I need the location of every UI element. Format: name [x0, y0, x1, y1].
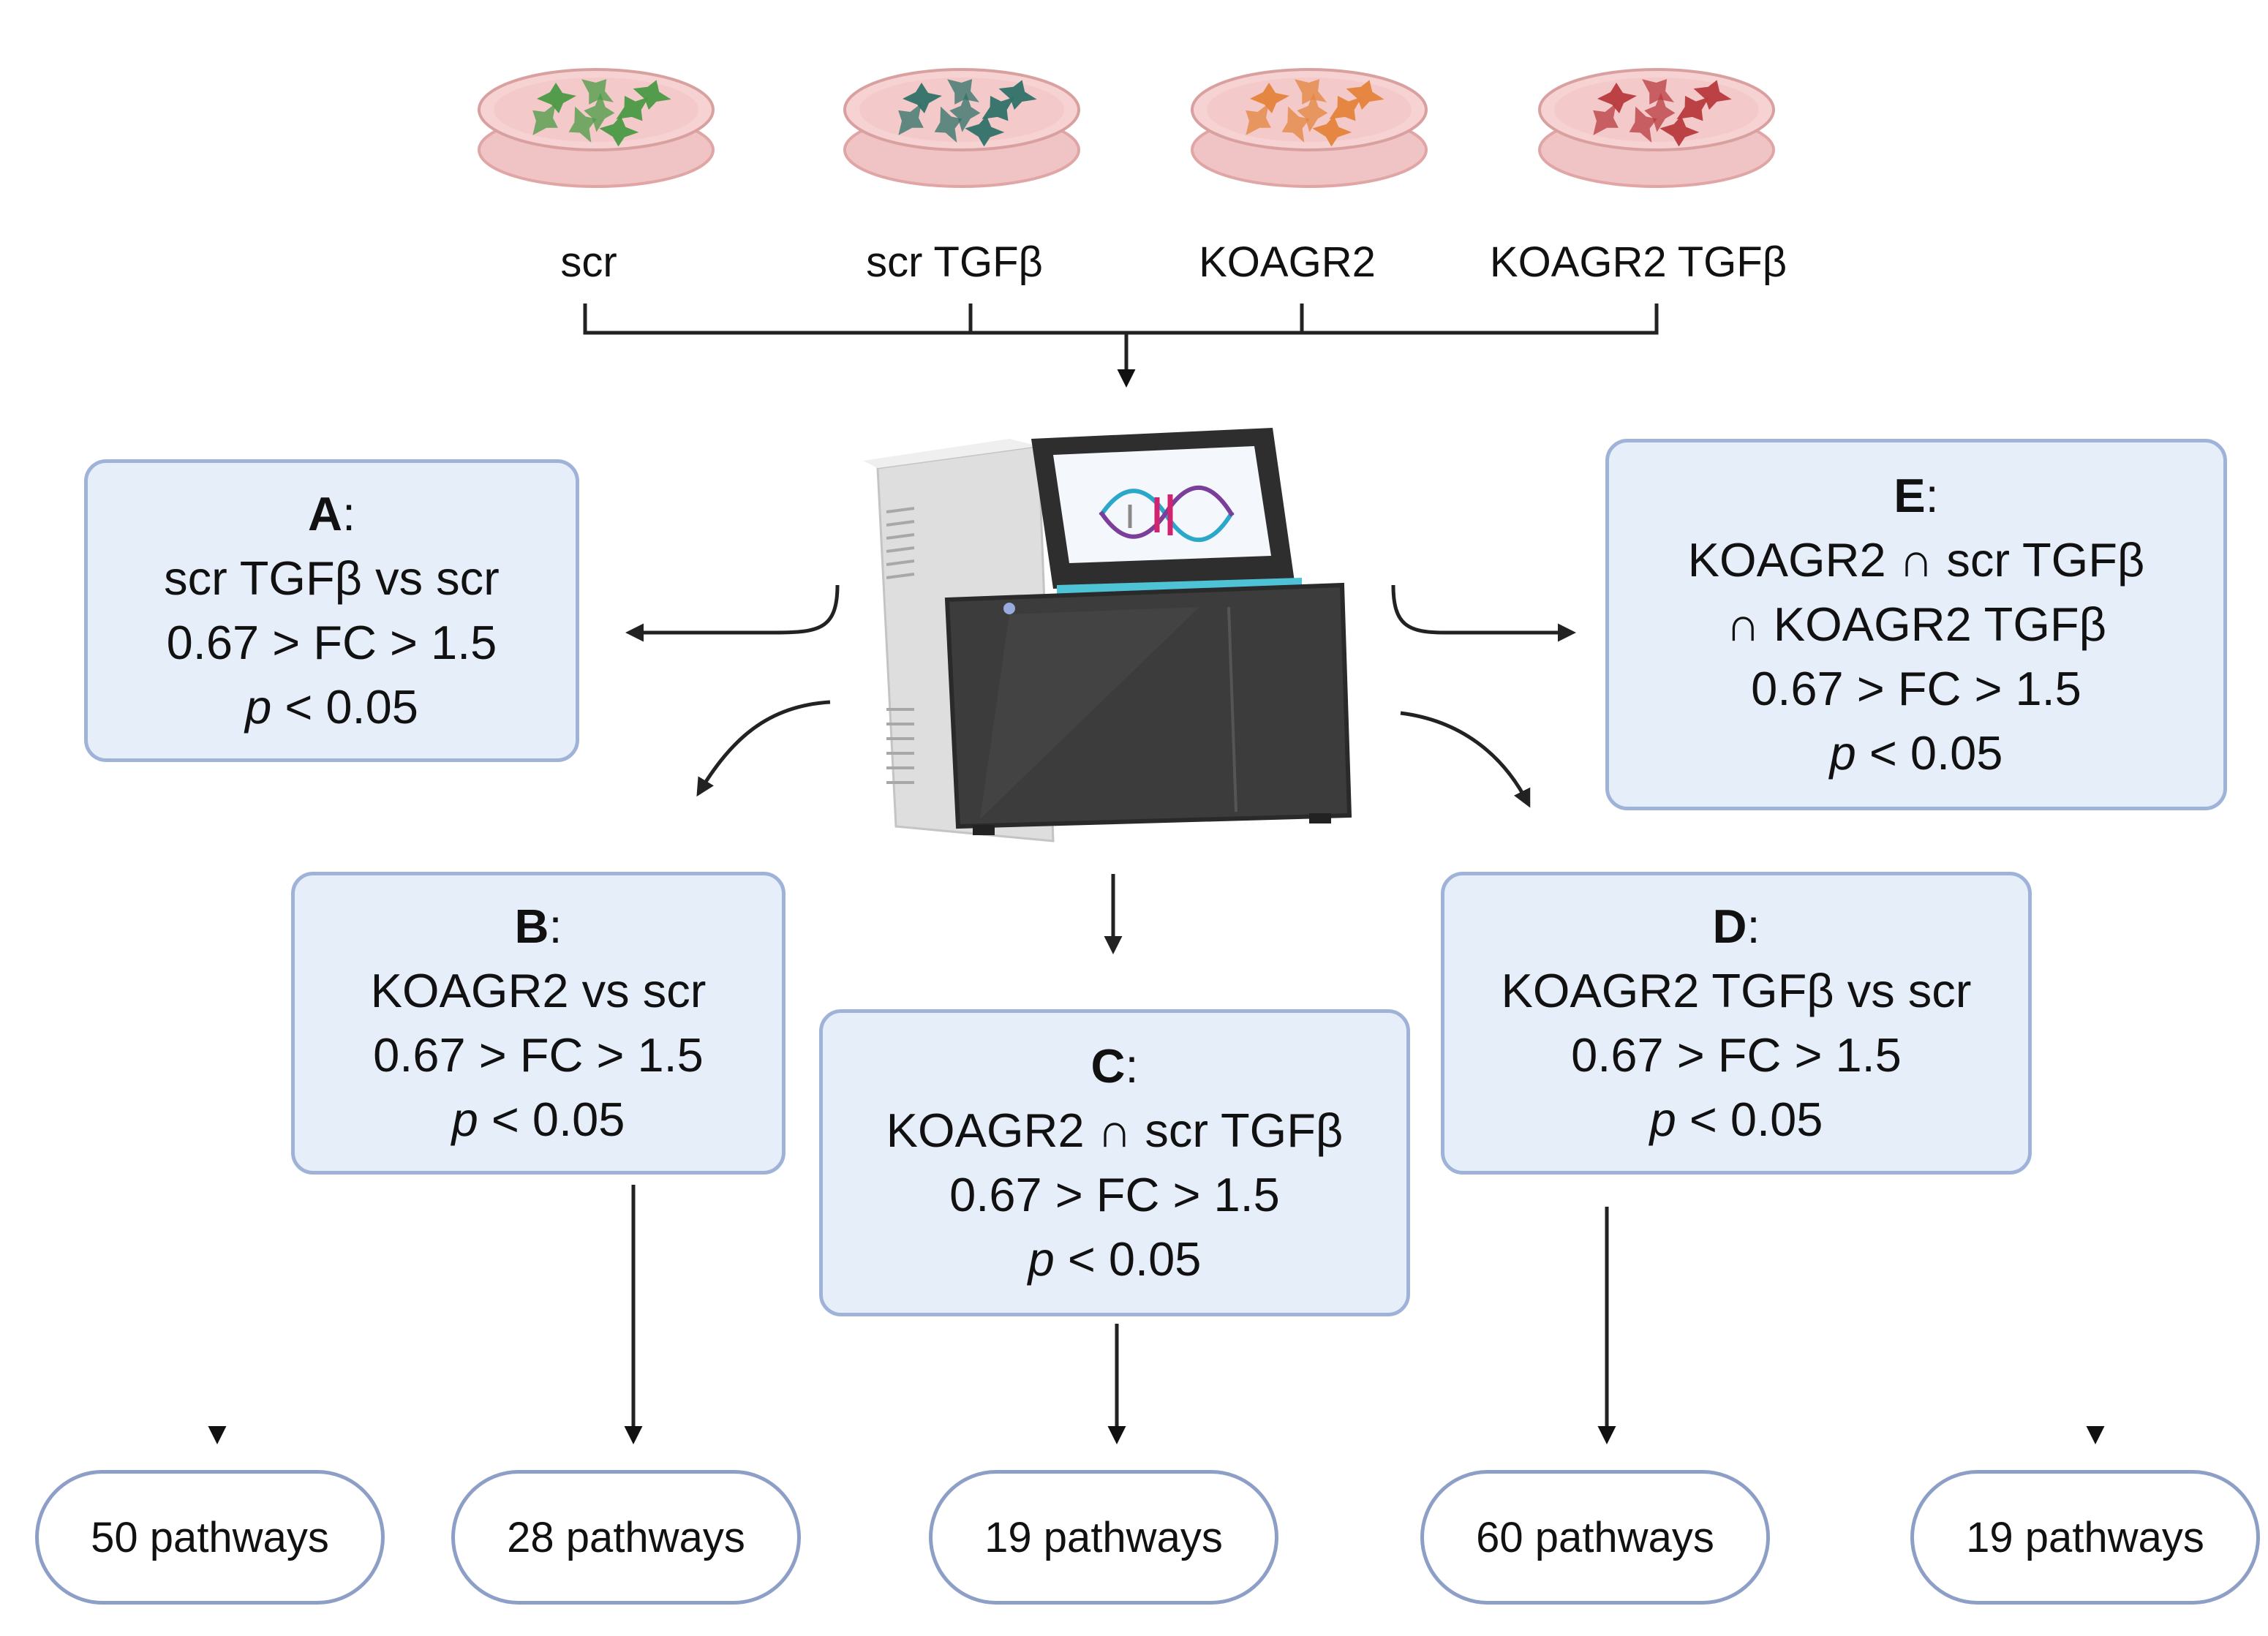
cells-koagr2-tgfb-icon: [1593, 79, 1732, 147]
comparison-box-a: A: scr TGFβ vs scr 0.67 > FC > 1.5 p < 0…: [84, 459, 579, 762]
box-e-line-2: ∩ KOAGR2 TGFβ: [1726, 598, 2106, 651]
comparison-box-c: C: KOAGR2 ∩ scr TGFβ 0.67 > FC > 1.5 p <…: [819, 1009, 1410, 1316]
cell-shape: [1312, 116, 1352, 147]
box-a-letter: A: [307, 487, 342, 540]
cell-shape: [616, 95, 649, 121]
box-a-p-value: < 0.05: [271, 680, 418, 734]
cell-shape: [949, 92, 981, 132]
result-pill-a: 50 pathways: [35, 1470, 385, 1605]
cell-shape: [1644, 92, 1676, 132]
box-c-letter: C: [1090, 1039, 1126, 1093]
dish-label-koagr2-tgfb: KOAGR2 TGFβ: [1489, 238, 1787, 286]
box-e-p-symbol: p: [1829, 726, 1856, 780]
cell-shape: [965, 116, 1005, 147]
result-arrows: [208, 775, 2105, 1444]
cell-shape: [633, 80, 671, 110]
cell-shape: [581, 79, 614, 105]
comparison-box-e: E: KOAGR2 ∩ scr TGFβ ∩ KOAGR2 TGFβ 0.67 …: [1605, 439, 2227, 810]
cell-shape: [532, 102, 558, 135]
cell-shape: [934, 106, 962, 143]
cell-shape: [1329, 95, 1363, 121]
cell-shape: [568, 106, 597, 143]
box-c-p-value: < 0.05: [1054, 1232, 1202, 1286]
cell-shape: [1281, 106, 1310, 143]
cell-shape: [903, 83, 942, 113]
cell-shape: [1593, 102, 1619, 135]
arrow-to-b: [696, 700, 831, 797]
result-pill-c: 19 pathways: [929, 1470, 1278, 1605]
cell-shape: [1676, 95, 1710, 121]
dish-label-scr-tgfb: scr TGFβ: [866, 238, 1043, 286]
comparison-box-d: D: KOAGR2 TGFβ vs scr 0.67 > FC > 1.5 p …: [1441, 872, 2032, 1175]
merge-bracket: [583, 304, 1659, 388]
cells-scr-tgfb-icon: [898, 79, 1037, 147]
cell-shape: [998, 80, 1037, 110]
petri-dish-scr-tgfb: [843, 68, 1080, 188]
box-e-letter: E: [1894, 469, 1926, 522]
box-d-letter: D: [1712, 900, 1747, 953]
box-d-p-value: < 0.05: [1676, 1093, 1823, 1146]
dish-label-scr: scr: [560, 238, 617, 286]
cell-shape: [599, 116, 639, 147]
cell-shape: [947, 79, 980, 105]
box-d-line-2: 0.67 > FC > 1.5: [1571, 1028, 1902, 1082]
cell-shape: [1659, 116, 1700, 147]
sequencer-icon: [863, 428, 1352, 842]
cell-shape: [584, 92, 615, 132]
cell-shape: [898, 102, 924, 135]
cells-scr-icon: [532, 79, 671, 147]
box-b-letter: B: [514, 900, 549, 953]
box-a-line-1: scr TGFβ vs scr: [164, 551, 500, 605]
box-e-line-3: 0.67 > FC > 1.5: [1751, 662, 2081, 715]
box-e-line-1: KOAGR2 ∩ scr TGFβ: [1687, 533, 2145, 587]
petri-dish-koagr2: [1191, 68, 1428, 188]
comparison-box-b: B: KOAGR2 vs scr 0.67 > FC > 1.5 p < 0.0…: [291, 872, 785, 1175]
cell-shape: [1629, 106, 1657, 143]
cell-shape: [1297, 92, 1328, 132]
box-b-p-value: < 0.05: [478, 1093, 625, 1146]
cell-shape: [1250, 83, 1289, 113]
petri-dish-koagr2-tgfb: [1538, 68, 1775, 188]
cell-shape: [982, 95, 1015, 121]
box-b-p-symbol: p: [451, 1093, 478, 1146]
arrow-to-d: [1400, 711, 1531, 808]
result-pill-b: 28 pathways: [451, 1470, 801, 1605]
dish-label-koagr2: KOAGR2: [1199, 238, 1376, 286]
result-pill-e: 19 pathways: [1910, 1470, 2260, 1605]
box-a-p-symbol: p: [245, 680, 272, 734]
petri-dish-scr: [478, 68, 715, 188]
result-pill-d: 60 pathways: [1420, 1470, 1770, 1605]
box-e-p-value: < 0.05: [1856, 726, 2003, 780]
cell-shape: [1346, 80, 1384, 110]
box-c-p-symbol: p: [1028, 1232, 1055, 1286]
arrow-to-e: [1391, 584, 1576, 642]
box-d-p-symbol: p: [1649, 1093, 1676, 1146]
cell-shape: [1246, 102, 1271, 135]
cells-koagr2-icon: [1246, 79, 1384, 147]
box-c-line-2: 0.67 > FC > 1.5: [949, 1168, 1280, 1221]
box-c-line-1: KOAGR2 ∩ scr TGFβ: [886, 1104, 1344, 1157]
cell-shape: [1295, 79, 1327, 105]
cell-shape: [1693, 80, 1732, 110]
box-b-line-2: 0.67 > FC > 1.5: [373, 1028, 704, 1082]
box-d-line-1: KOAGR2 TGFβ vs scr: [1501, 964, 1972, 1017]
cell-shape: [1642, 79, 1675, 105]
arrow-to-a: [625, 584, 840, 642]
cell-shape: [1597, 83, 1637, 113]
box-a-line-2: 0.67 > FC > 1.5: [166, 616, 497, 669]
cell-shape: [537, 83, 576, 113]
box-b-line-1: KOAGR2 vs scr: [370, 964, 707, 1017]
